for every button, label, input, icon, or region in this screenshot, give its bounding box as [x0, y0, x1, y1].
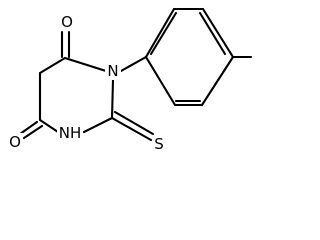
bond-ring-6	[144, 55, 177, 107]
label-bg-s	[152, 135, 166, 153]
bond-c2-n	[110, 78, 115, 120]
bond-nh-c2	[82, 116, 114, 134]
bond-ring-4	[200, 55, 235, 107]
bond-ring-3-inner	[198, 11, 227, 56]
bond-ring-1-inner	[149, 11, 178, 56]
bond-c6-nh	[38, 118, 60, 134]
bond-ring-1	[144, 7, 176, 59]
label-bg-o-top	[59, 12, 75, 30]
bond-n-ring	[119, 55, 148, 73]
atom-labels: O N NH O S	[7, 12, 166, 153]
atom-o-top: O	[61, 13, 73, 31]
bond-ring-3	[201, 7, 235, 59]
bond-lines	[18, 7, 253, 142]
chemical-structure-diagram: O N NH O S	[7, 7, 253, 153]
label-bg-nh	[57, 124, 83, 142]
atom-n: N	[107, 62, 118, 80]
label-bg-o-bottom	[7, 133, 23, 151]
bond-c6-o-bottom-a	[18, 120, 39, 136]
label-bg-n	[105, 62, 121, 80]
atom-o-bottom: O	[9, 133, 21, 151]
bond-c4-n	[63, 56, 108, 73]
bond-c4-c5	[38, 56, 67, 75]
bond-c6-o-bottom-b	[22, 124, 44, 140]
atom-nh: NH	[59, 124, 82, 142]
bond-c2-s-b	[113, 110, 155, 136]
bond-c2-s-a	[110, 116, 153, 142]
atom-s: S	[154, 135, 164, 153]
